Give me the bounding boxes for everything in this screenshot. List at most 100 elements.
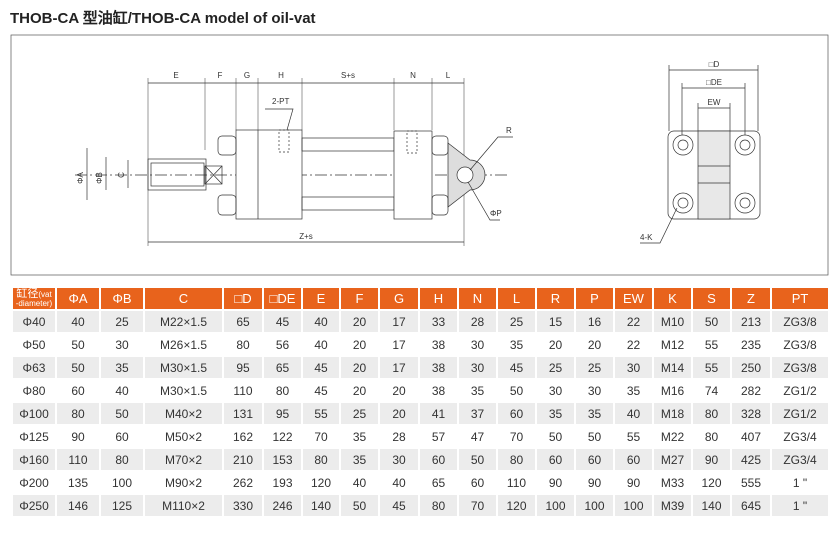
table-cell: ZG3/4 bbox=[772, 449, 828, 470]
table-cell: 1 " bbox=[792, 475, 808, 490]
table-cell: M39 bbox=[654, 495, 691, 516]
table-cell: 22 bbox=[615, 311, 652, 332]
table-cell: 328 bbox=[732, 403, 770, 424]
table-cell: M90×2 bbox=[164, 475, 203, 490]
table-cell: 30 bbox=[470, 337, 485, 352]
table-cell: 20 bbox=[341, 357, 378, 378]
dim-label-l: L bbox=[446, 71, 451, 80]
table-cell: 120 bbox=[498, 495, 535, 516]
table-cell: 35 bbox=[509, 337, 524, 352]
table-cell: 162 bbox=[232, 429, 254, 444]
table-cell: 250 bbox=[732, 357, 770, 378]
header-bore: 缸径(vat-diameter) bbox=[13, 288, 55, 309]
table-cell: 50 bbox=[341, 495, 378, 516]
table-cell: M33 bbox=[660, 475, 685, 490]
table-cell: 60 bbox=[615, 449, 652, 470]
table-cell: 33 bbox=[420, 311, 457, 332]
table-cell: 40 bbox=[303, 311, 339, 332]
column-header: N bbox=[459, 288, 496, 309]
dim-label-p: ΦP bbox=[490, 209, 502, 218]
table-cell: 70 bbox=[314, 429, 328, 444]
table-cell: 90 bbox=[693, 449, 730, 470]
table-cell: 56 bbox=[275, 337, 290, 352]
page-title: THOB-CA 型油缸/THOB-CA model of oil-vat bbox=[10, 10, 316, 27]
dim-label-c: C bbox=[117, 172, 126, 178]
table-cell: 80 bbox=[57, 403, 99, 424]
table-cell: Φ40 bbox=[13, 311, 55, 332]
table-cell: ZG3/8 bbox=[783, 337, 817, 352]
table-cell: 262 bbox=[232, 475, 254, 490]
table-cell: 60 bbox=[537, 449, 574, 470]
column-header: K bbox=[654, 288, 691, 309]
table-cell: 30 bbox=[587, 383, 602, 398]
table-cell: Φ50 bbox=[22, 337, 46, 352]
dim-label-r: R bbox=[506, 126, 512, 135]
column-header: R bbox=[537, 288, 574, 309]
table-cell: 41 bbox=[420, 403, 457, 424]
cylinder-dimension-drawing: E F G H S+s N L 2-PT R ΦP Z+s ΦA ΦB C □D… bbox=[10, 34, 829, 276]
column-header: □DE bbox=[264, 288, 301, 309]
table-cell: M26×1.5 bbox=[159, 337, 208, 352]
table-cell: M18 bbox=[654, 403, 691, 424]
dim-label-a: ΦA bbox=[76, 171, 85, 183]
dim-label-g: G bbox=[244, 71, 250, 80]
table-cell: 30 bbox=[548, 383, 563, 398]
table-cell: Φ200 bbox=[19, 475, 49, 490]
column-header: EW bbox=[615, 288, 652, 309]
table-cell: 50 bbox=[587, 429, 602, 444]
table-cell: 70 bbox=[509, 429, 524, 444]
table-cell: 35 bbox=[626, 383, 641, 398]
table-cell: 60 bbox=[576, 449, 613, 470]
table-cell: 210 bbox=[224, 449, 262, 470]
table-cell: M70×2 bbox=[145, 449, 222, 470]
table-cell: 40 bbox=[352, 475, 367, 490]
table-cell: 110 bbox=[57, 449, 99, 470]
table-cell: 80 bbox=[693, 403, 730, 424]
column-header: ΦB bbox=[101, 288, 143, 309]
table-cell: 20 bbox=[380, 403, 418, 424]
column-header: F bbox=[341, 288, 378, 309]
table-cell: 45 bbox=[314, 383, 328, 398]
table-cell: 50 bbox=[548, 429, 563, 444]
table-cell: M30×1.5 bbox=[145, 357, 222, 378]
table-cell: 55 bbox=[704, 337, 719, 352]
table-cell: 95 bbox=[264, 403, 301, 424]
header-bore-en1: (vat bbox=[38, 289, 52, 299]
table-cell: 40 bbox=[392, 475, 406, 490]
table-cell: 140 bbox=[303, 495, 339, 516]
table-cell: Φ160 bbox=[13, 449, 55, 470]
table-cell: 330 bbox=[224, 495, 262, 516]
table-cell: 122 bbox=[272, 429, 293, 444]
column-header: PT bbox=[772, 288, 828, 309]
table-cell: 35 bbox=[470, 383, 485, 398]
dim-label-e: E bbox=[173, 71, 178, 80]
dim-label-h: H bbox=[278, 71, 284, 80]
table-cell: 45 bbox=[264, 311, 301, 332]
table-cell: 50 bbox=[101, 403, 143, 424]
table-cell: 140 bbox=[693, 495, 730, 516]
table-cell: 50 bbox=[57, 357, 99, 378]
table-cell: M110×2 bbox=[145, 495, 222, 516]
dim-label-f: F bbox=[218, 71, 223, 80]
table-cell: 120 bbox=[701, 475, 722, 490]
table-cell: 65 bbox=[224, 311, 262, 332]
table-cell: 80 bbox=[498, 449, 535, 470]
table-cell: 28 bbox=[392, 429, 406, 444]
table-cell: ZG1/2 bbox=[772, 403, 828, 424]
dim-label-ew: EW bbox=[708, 98, 721, 107]
dim-label-b: ΦB bbox=[95, 172, 104, 184]
side-view bbox=[75, 78, 513, 246]
table-cell: M14 bbox=[654, 357, 691, 378]
table-cell: 70 bbox=[459, 495, 496, 516]
table-cell: 30 bbox=[380, 449, 418, 470]
table-cell: 40 bbox=[314, 337, 328, 352]
table-cell: 40 bbox=[615, 403, 652, 424]
table-cell: 55 bbox=[303, 403, 339, 424]
table-cell: 28 bbox=[459, 311, 496, 332]
column-header: G bbox=[380, 288, 418, 309]
table-cell: 100 bbox=[615, 495, 652, 516]
